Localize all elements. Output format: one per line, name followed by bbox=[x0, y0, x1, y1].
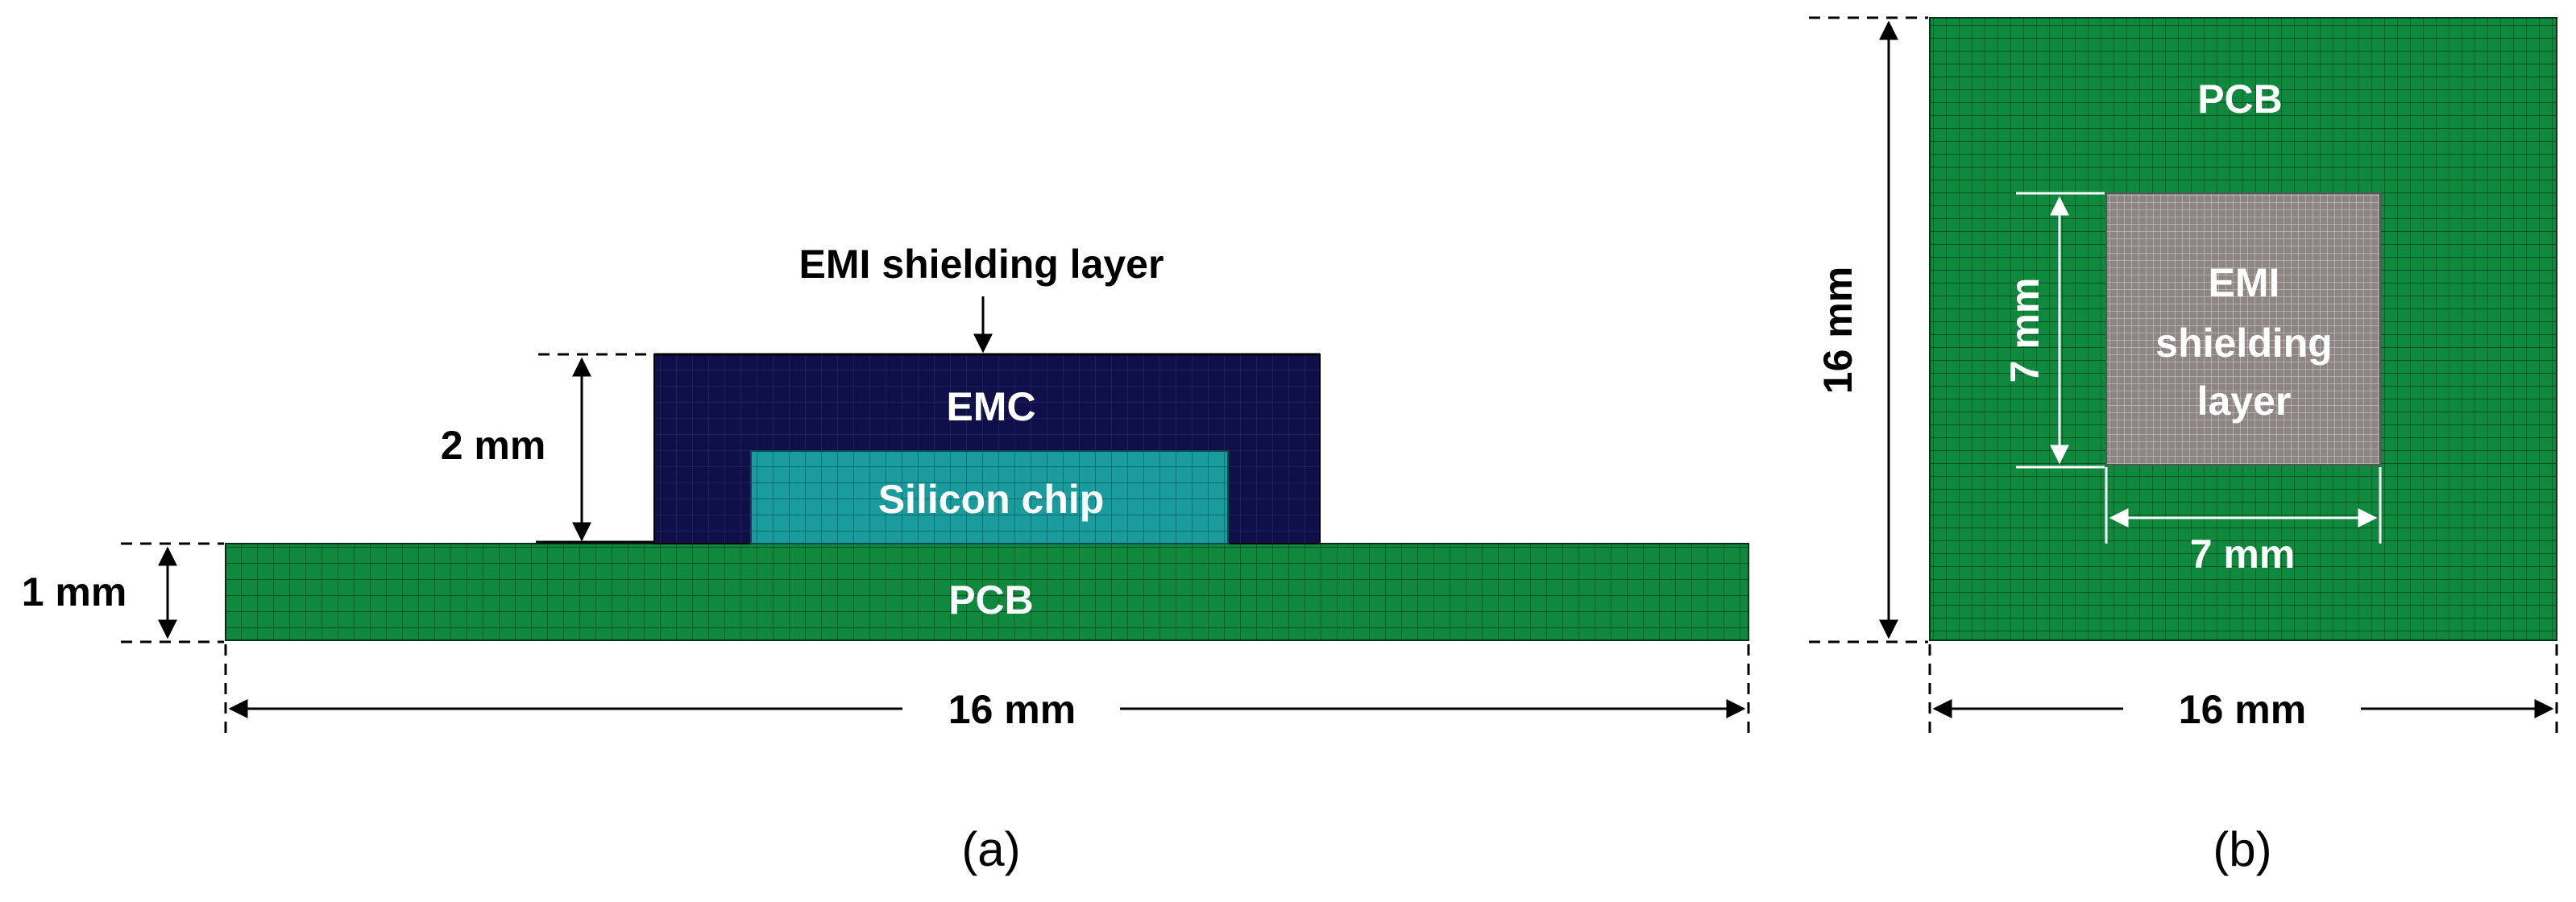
emc-label: EMC bbox=[946, 384, 1035, 429]
caption-b: (b) bbox=[2213, 822, 2271, 876]
dim-1mm-label: 1 mm bbox=[22, 569, 127, 614]
caption-a: (a) bbox=[961, 822, 1020, 876]
shield-label-line-1: EMI bbox=[2209, 260, 2280, 305]
pcb-label-b: PCB bbox=[2197, 77, 2283, 122]
panel-a: EMI shielding layer EMC Silicon chip PCB… bbox=[22, 242, 1750, 876]
dim-7mm-h-label: 7 mm bbox=[2190, 532, 2296, 577]
dim-16mm-h-label: 16 mm bbox=[2179, 687, 2306, 732]
shield-label-line-3: layer bbox=[2197, 379, 2292, 424]
panel-b: PCB EMI shielding layer 7 mm 7 mm 16 mm … bbox=[1809, 16, 2558, 876]
shield-label-line-2: shielding bbox=[2155, 321, 2332, 366]
dim-16mm-label-a: 16 mm bbox=[948, 687, 1076, 732]
dim-7mm-v-label: 7 mm bbox=[2002, 278, 2047, 383]
dim-2mm-label: 2 mm bbox=[441, 423, 546, 468]
emi-shield-square bbox=[2105, 192, 2381, 465]
emi-top-label: EMI shielding layer bbox=[799, 242, 1164, 287]
pcb-label-a: PCB bbox=[948, 577, 1034, 623]
dim-16mm-v-label: 16 mm bbox=[1815, 267, 1860, 394]
pcb-layer-a bbox=[225, 543, 1749, 641]
chip-label: Silicon chip bbox=[878, 477, 1105, 522]
silicon-chip bbox=[750, 450, 1229, 544]
